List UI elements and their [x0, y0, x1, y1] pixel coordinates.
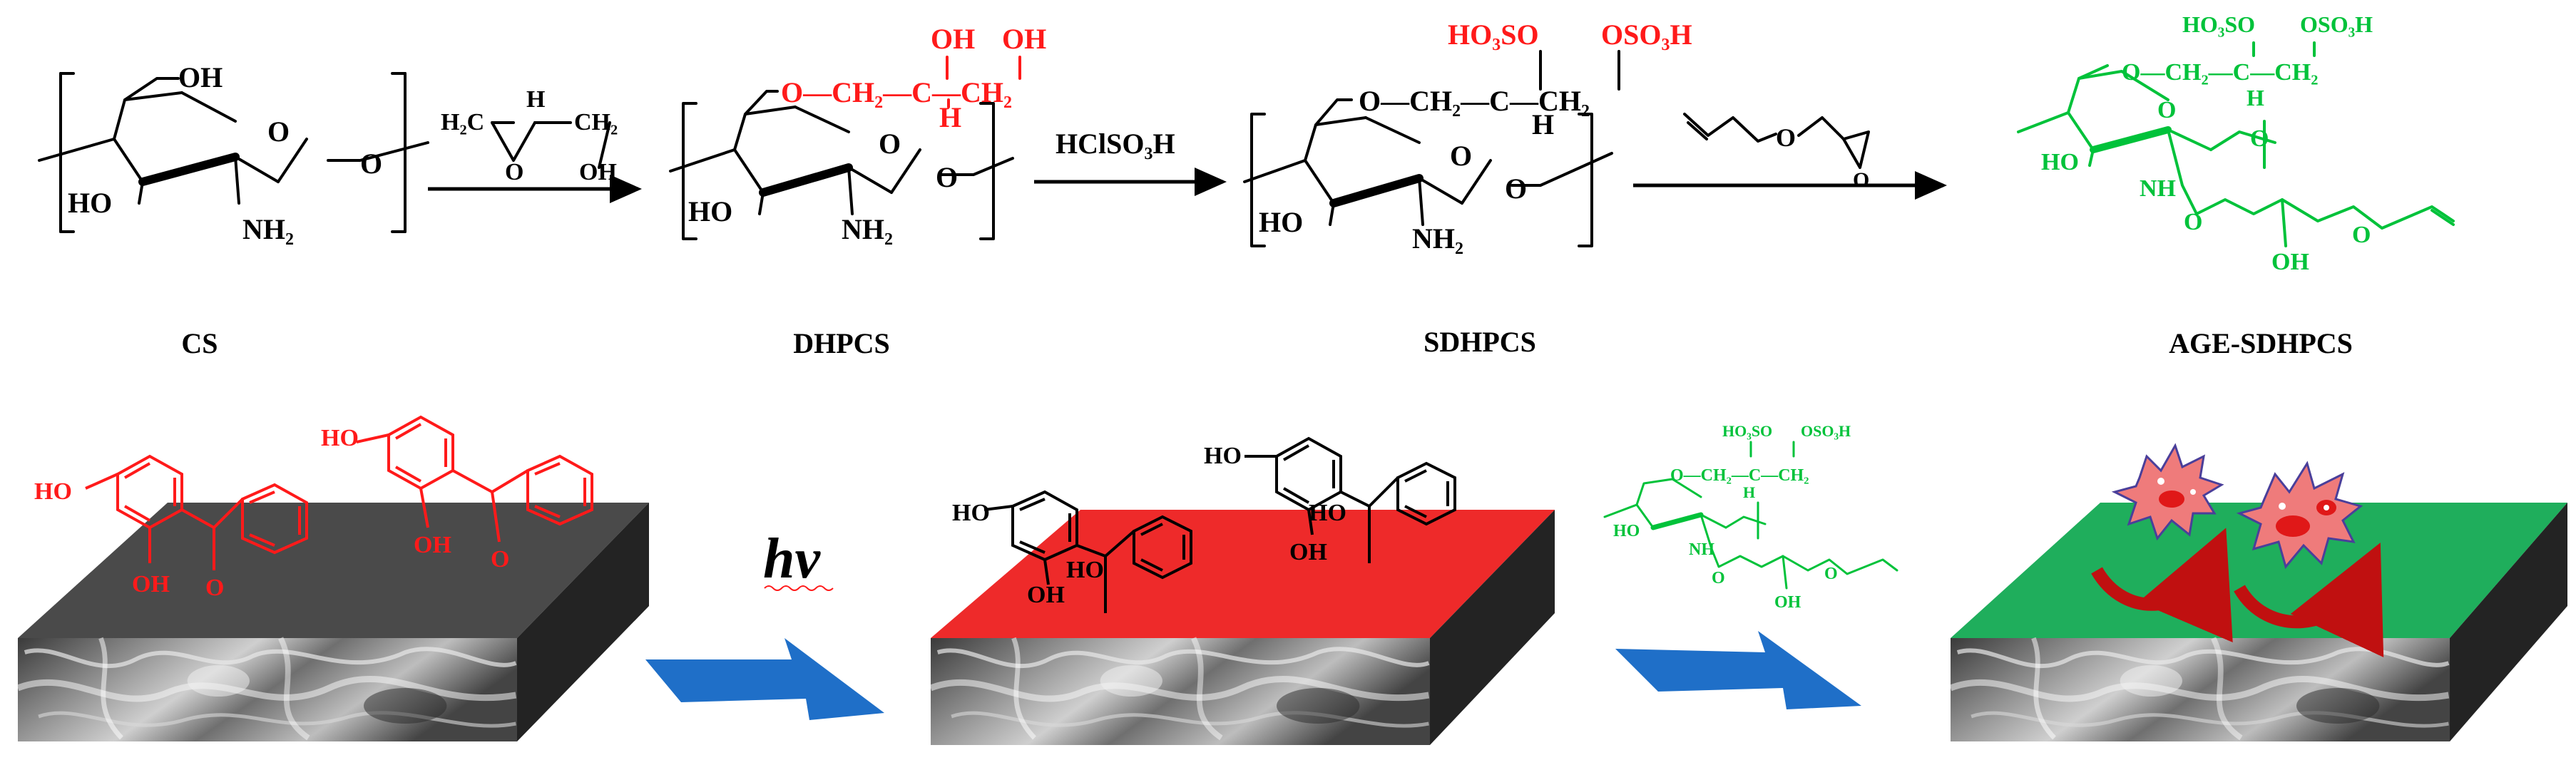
reduced-bp-2-oh: OH [1289, 539, 1327, 565]
age-sdhpcs-small [1603, 441, 1898, 590]
dhpcs-oh-2: OH [1002, 23, 1046, 55]
benzophenone-1-o: O [205, 575, 224, 601]
reagent-3-structure [1683, 113, 1870, 169]
reagent-1-oh: OH [579, 159, 617, 185]
sdhpcs-ho3so: HO₃SO [1448, 19, 1539, 51]
age-sdhpcs-oh: OH [2271, 249, 2309, 275]
reagent-1-h2c: H₂C [441, 109, 484, 135]
cs-oh-label: OH [178, 61, 223, 93]
sdhpcs-oso3h: OSO₃H [1601, 19, 1692, 51]
age-sdhpcs-chain: O—CH₂—C—CH₂ [2122, 59, 2318, 86]
dhpcs-ho: HO [688, 195, 732, 227]
age-small-chain: O—CH₂—C—CH₂ [1670, 466, 1809, 485]
dhpcs-oh-1: OH [931, 23, 975, 55]
reduced-bp-1-ho-a: HO [952, 500, 990, 526]
age-sdhpcs-structure [2017, 41, 2455, 247]
membrane-slab-2 [931, 510, 1555, 745]
age-sdhpcs-ring-o: O [2157, 97, 2176, 123]
reduced-bp-2-ho-a: HO [1204, 443, 1242, 469]
bacterium-1 [2111, 443, 2224, 541]
benzophenone-1 [85, 454, 308, 570]
repel-arrow-1 [2091, 528, 2233, 643]
age-sdhpcs-link-o: O [2250, 125, 2269, 152]
reagent-1-o: O [505, 159, 523, 185]
age-sdhpcs-h: H [2247, 85, 2264, 111]
repel-arrow-2 [2234, 543, 2384, 658]
reduced-bp-1-oh: OH [1027, 582, 1065, 608]
age-small-ho: HO [1613, 522, 1640, 540]
dhpcs-nh2: NH₂ [842, 213, 893, 245]
reagent-3-o: O [1776, 123, 1796, 152]
reduced-benzophenone-2 [1244, 436, 1456, 563]
sdhpcs-chain: O—CH₂—C—CH₂ [1359, 85, 1590, 117]
sdhpcs-link-o: O [1505, 173, 1527, 205]
sdhpcs-sidechain-bonds [1539, 50, 1620, 91]
light-label: hv [763, 528, 821, 590]
reduced-benzophenone-1 [983, 490, 1192, 613]
process-arrow-1 [645, 638, 884, 720]
cs-link-o-label: O [360, 148, 382, 180]
age-sdhpcs-ho: HO [2041, 149, 2079, 175]
dhpcs-structure [669, 90, 1014, 240]
cs-structure [38, 72, 429, 233]
age-small-ho3so: HO₃SO [1722, 422, 1772, 440]
age-sdhpcs-o-1: O [2184, 209, 2202, 235]
dhpcs-sidechain [946, 56, 1021, 108]
age-small-oh: OH [1774, 593, 1801, 612]
cs-ho-label: HO [68, 187, 112, 219]
dhpcs-ring-o: O [879, 128, 901, 160]
reagent-1-ch2: CH₂ [574, 109, 618, 135]
age-small-o-1: O [1712, 569, 1725, 587]
dhpcs-name: DHPCS [793, 327, 890, 359]
sdhpcs-h: H [1532, 108, 1554, 140]
age-small-oso3h: OSO₃H [1801, 422, 1851, 440]
benzophenone-2 [356, 415, 593, 543]
sdhpcs-ring-o: O [1450, 140, 1472, 172]
benzophenone-2-ho: HO [321, 425, 359, 451]
bacterium-2 [2236, 461, 2363, 570]
dhpcs-chain: O—CH₂—C—CH₂ [781, 76, 1012, 108]
reagent-2-label: HClSO₃H [1056, 128, 1175, 160]
dhpcs-h: H [939, 101, 961, 133]
reduced-bp-1-ho-b: HO [1066, 557, 1104, 583]
cs-ring-o-label: O [267, 115, 290, 148]
reagent-3-epoxide-o: O [1853, 168, 1869, 192]
dhpcs-link-o: O [936, 161, 958, 193]
benzophenone-2-oh: OH [414, 532, 451, 558]
age-sdhpcs-o-2: O [2352, 222, 2371, 248]
wavy-underline [764, 585, 834, 591]
age-sdhpcs-name: AGE-SDHPCS [2169, 327, 2353, 359]
reduced-bp-2-ho-b: HO [1309, 500, 1346, 526]
sdhpcs-ho: HO [1259, 206, 1303, 238]
age-sdhpcs-nh: NH [2140, 175, 2176, 202]
age-sdhpcs-oso3h: OSO₃H [2300, 11, 2373, 37]
age-sdhpcs-ho3so: HO₃SO [2182, 11, 2255, 37]
age-small-nh: NH [1689, 540, 1714, 559]
process-arrow-2 [1615, 631, 1861, 709]
reagent-1-h: H [526, 86, 545, 113]
benzophenone-2-o: O [491, 546, 509, 572]
sdhpcs-name: SDHPCS [1424, 326, 1536, 358]
sdhpcs-structure [1243, 98, 1613, 247]
reagent-1-structure [491, 121, 611, 169]
cs-nh2-label: NH₂ [242, 213, 294, 245]
sdhpcs-nh2: NH₂ [1412, 222, 1463, 255]
cs-name: CS [181, 327, 218, 359]
membrane-slab-1 [18, 503, 649, 741]
age-small-h: H [1743, 483, 1755, 501]
benzophenone-1-ho: HO [34, 478, 72, 505]
benzophenone-1-oh: OH [132, 571, 170, 597]
age-small-o-2: O [1824, 565, 1838, 583]
